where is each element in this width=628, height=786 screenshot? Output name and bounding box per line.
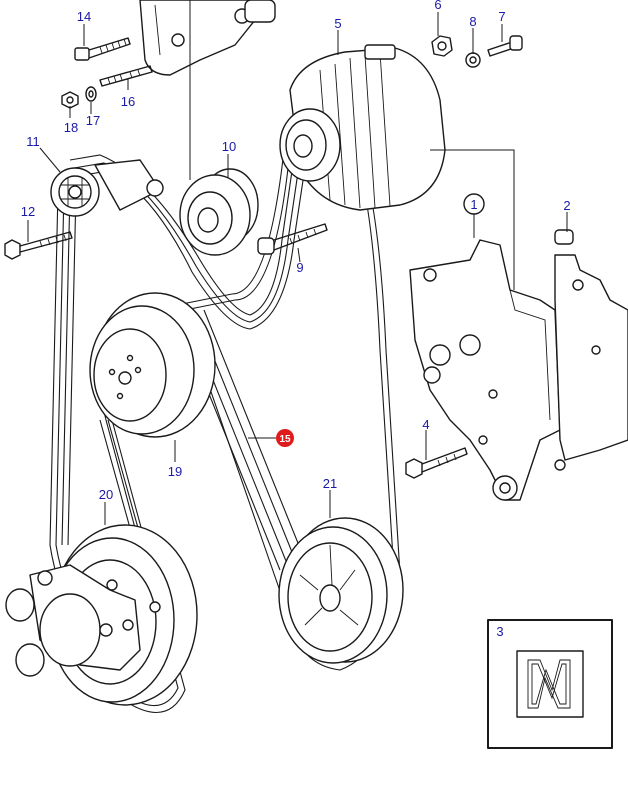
callout-6: 6	[434, 0, 441, 12]
callout-19: 19	[168, 464, 182, 479]
pulley-21	[278, 517, 404, 664]
bracket-1	[409, 239, 561, 501]
callout-16: 16	[121, 94, 135, 109]
inset-box-3	[487, 619, 613, 749]
washer-8	[465, 52, 481, 68]
upper-bracket	[139, 0, 276, 76]
callout-9: 9	[296, 260, 303, 275]
callout-1: 1	[470, 197, 477, 212]
stud-16	[99, 65, 153, 87]
callout-12: 12	[21, 204, 35, 219]
callout-15: 15	[279, 434, 291, 445]
bolt-4	[405, 447, 468, 479]
bolt-9	[257, 223, 328, 255]
washer-17	[85, 86, 97, 102]
callout-2: 2	[563, 198, 570, 213]
bolt-12	[4, 231, 73, 260]
callout-10: 10	[222, 139, 236, 154]
callout-5: 5	[334, 16, 341, 31]
callout-14: 14	[77, 9, 91, 24]
callout-7: 7	[498, 9, 505, 24]
nut-6	[431, 35, 453, 57]
bolt-14	[74, 37, 131, 61]
callout-15-highlight	[276, 429, 294, 447]
callout-4: 4	[422, 417, 429, 432]
leader-lines	[27, 12, 568, 525]
bracket-2	[554, 229, 628, 471]
water-pump-pulley-19	[89, 292, 216, 438]
pump-housing	[5, 564, 161, 677]
callout-11: 11	[26, 134, 40, 149]
callout-17: 17	[86, 113, 100, 128]
callout-8: 8	[469, 14, 476, 29]
callout-20: 20	[99, 487, 113, 502]
callout-3: 3	[496, 624, 503, 639]
alternator-5	[279, 44, 446, 211]
nut-18	[61, 91, 79, 109]
callout-18: 18	[64, 120, 78, 135]
bolt-7	[487, 35, 523, 57]
idler-pulley-10	[179, 168, 259, 256]
callout-1-ring	[463, 193, 485, 215]
callout-21: 21	[323, 476, 337, 491]
idler-pulley-11	[50, 159, 164, 217]
